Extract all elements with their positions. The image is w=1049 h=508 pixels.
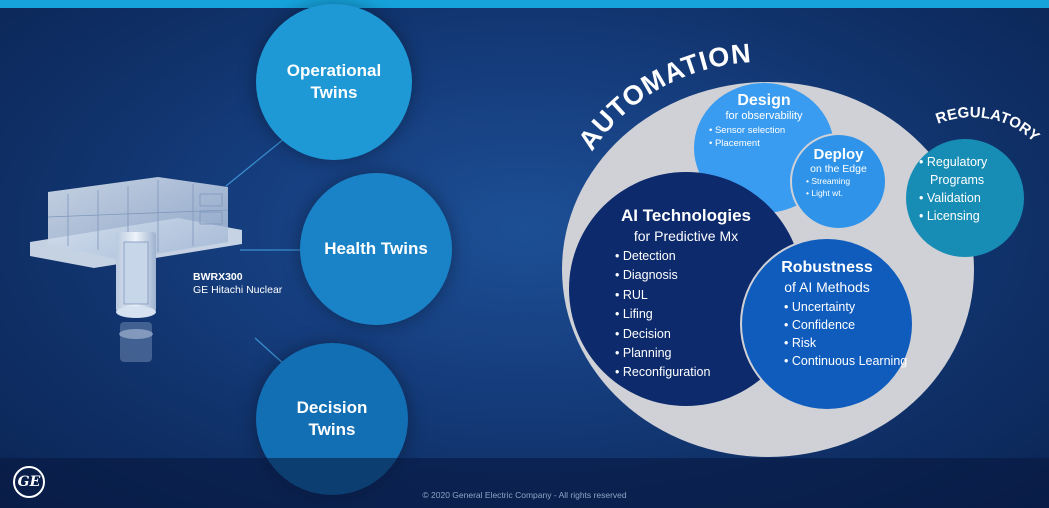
ai-list: Detection Diagnosis RUL Lifing Decision … bbox=[615, 247, 803, 383]
regulatory-list: Regulatory Programs Validation Licensing bbox=[919, 153, 1024, 226]
copyright-text: © 2020 General Electric Company - All ri… bbox=[422, 490, 627, 500]
robustness-subtitle: of AI Methods bbox=[784, 279, 870, 295]
footer-bar bbox=[0, 458, 1049, 508]
list-item: RUL bbox=[615, 286, 803, 305]
plant-name: BWRX300 bbox=[193, 271, 243, 283]
health-twins-circle: Health Twins bbox=[300, 173, 452, 325]
robustness-circle: Robustness of AI Methods Uncertainty Con… bbox=[740, 237, 914, 411]
list-item: Risk bbox=[784, 334, 912, 352]
list-item: Reconfiguration bbox=[615, 363, 803, 382]
automation-title: AUTOMATION bbox=[572, 38, 752, 155]
health-twins-label: Health Twins bbox=[324, 238, 428, 258]
list-item: Regulatory Programs bbox=[919, 153, 1024, 189]
list-item: Decision bbox=[615, 325, 803, 344]
list-item: Sensor selection bbox=[709, 124, 834, 137]
list-item: Licensing bbox=[919, 207, 1024, 225]
deploy-list: Streaming Light wt. bbox=[806, 175, 885, 200]
robustness-list: Uncertainty Confidence Risk Continuous L… bbox=[784, 298, 912, 371]
list-item: Continuous Learning bbox=[784, 352, 912, 370]
list-item: Streaming bbox=[806, 175, 885, 187]
robustness-title: Robustness bbox=[781, 259, 873, 276]
regulatory-circle: Regulatory Programs Validation Licensing bbox=[906, 139, 1024, 257]
design-list: Sensor selection Placement bbox=[709, 124, 834, 151]
list-item: Placement bbox=[709, 137, 834, 150]
list-item: Detection bbox=[615, 247, 803, 266]
regulatory-title: REGULATORY bbox=[934, 104, 1043, 145]
reactor-plant-image bbox=[30, 177, 242, 362]
list-item: Lifing bbox=[615, 305, 803, 324]
plant-caption: BWRX300 GE Hitachi Nuclear bbox=[193, 271, 282, 297]
list-item: Uncertainty bbox=[784, 298, 912, 316]
deploy-subtitle: on the Edge bbox=[810, 163, 867, 175]
list-item: Diagnosis bbox=[615, 266, 803, 285]
decision-twins-label: Decision Twins bbox=[296, 397, 368, 439]
operational-twins-label: Operational Twins bbox=[286, 60, 382, 102]
operational-twins-circle: Operational Twins bbox=[256, 4, 412, 160]
list-item: Confidence bbox=[784, 316, 912, 334]
top-accent-bar bbox=[0, 0, 1049, 8]
design-subtitle: for observability bbox=[725, 110, 803, 122]
ai-title: AI Technologies bbox=[620, 206, 752, 225]
plant-maker: GE Hitachi Nuclear bbox=[193, 284, 283, 297]
design-title: Design bbox=[737, 92, 791, 109]
list-item: Light wt. bbox=[806, 187, 885, 199]
list-item: Planning bbox=[615, 344, 803, 363]
ge-logo-icon: GE bbox=[13, 466, 45, 498]
deploy-title: Deploy bbox=[813, 146, 864, 163]
deploy-circle: Deploy on the Edge Streaming Light wt. bbox=[790, 133, 887, 230]
list-item: Validation bbox=[919, 189, 1024, 207]
ai-subtitle: for Predictive Mx bbox=[633, 228, 739, 244]
